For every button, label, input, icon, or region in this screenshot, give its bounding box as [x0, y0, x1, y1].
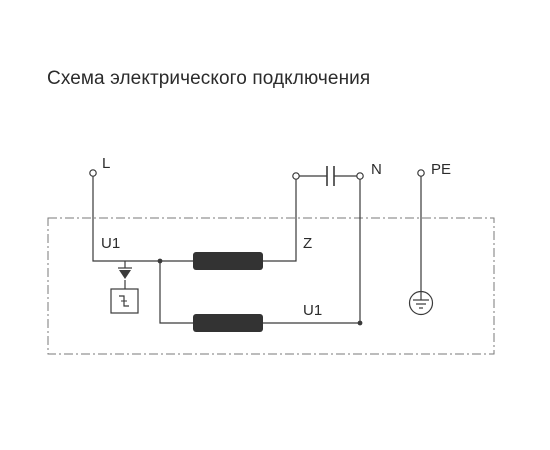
diagram-title: Схема электрического подключения	[47, 68, 371, 89]
junction-node-u1	[157, 258, 163, 264]
thermal-protection-switch-icon	[110, 267, 139, 314]
capacitor-icon	[326, 166, 335, 186]
label-n: N	[371, 161, 382, 178]
label-pe: PE	[431, 161, 451, 178]
terminal-capacitor-left	[292, 172, 300, 180]
ground-icon	[408, 290, 434, 316]
inductor-winding-icon	[193, 314, 263, 332]
label-u1-top: U1	[101, 235, 120, 252]
terminal-n	[356, 172, 364, 180]
label-l: L	[102, 155, 110, 172]
wiring-lines	[92, 175, 422, 324]
inductor-winding-icon	[193, 252, 263, 270]
terminal-l	[89, 169, 97, 177]
junction-node-n	[357, 320, 363, 326]
terminal-pe	[417, 169, 425, 177]
label-u1-bottom: U1	[303, 302, 322, 319]
label-z: Z	[303, 235, 312, 252]
enclosure-boundary	[47, 217, 495, 355]
